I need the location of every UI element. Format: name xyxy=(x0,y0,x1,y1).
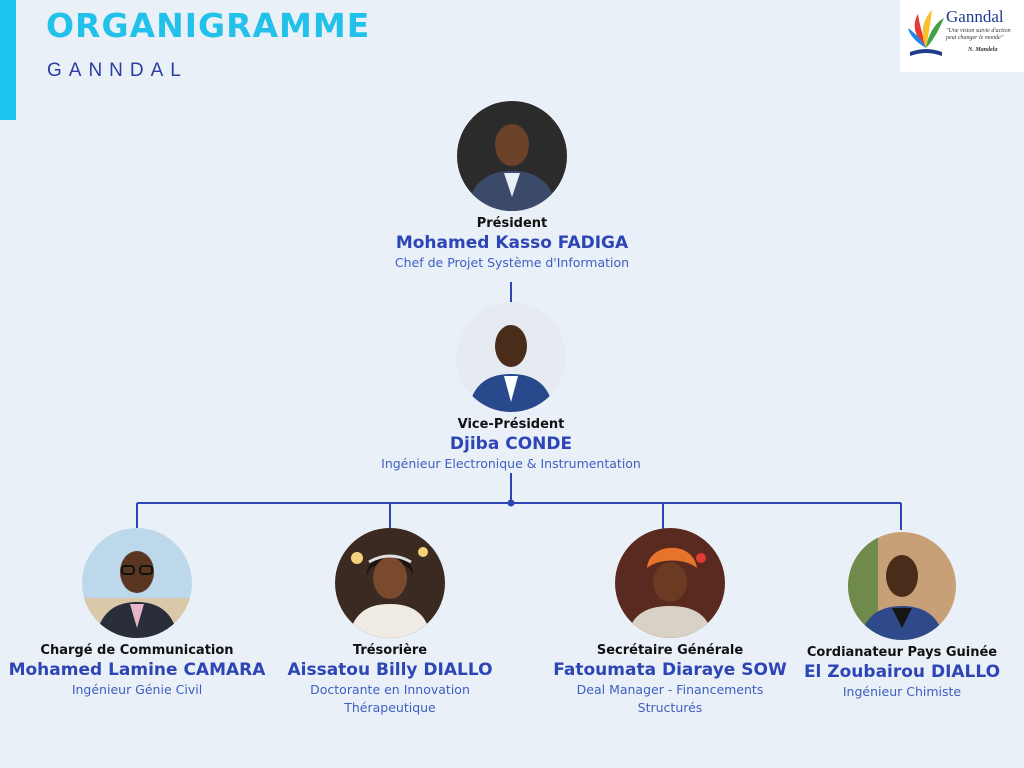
secretary-role: Secrétaire Générale xyxy=(596,643,744,658)
treasurer-photo xyxy=(335,528,445,638)
page-subtitle: GANNDAL xyxy=(47,60,188,81)
person-secretary: Secrétaire Générale Fatoumata Diaraye SO… xyxy=(520,528,820,717)
portrait-photo xyxy=(457,101,567,211)
coordinator-role: Cordianateur Pays Guinée xyxy=(806,645,998,660)
logo-author: N. Mandela xyxy=(968,47,998,53)
treasurer-name: Aissatou Billy DIALLO xyxy=(287,660,493,680)
person-treasurer: Trésorière Aissatou Billy DIALLO Doctora… xyxy=(240,528,540,717)
coordinator-photo xyxy=(848,532,956,640)
connector-node xyxy=(507,499,515,507)
logo-name: Ganndal xyxy=(946,7,1004,26)
portrait-photo xyxy=(456,302,566,412)
treasurer-role: Trésorière xyxy=(352,643,428,658)
communication-photo xyxy=(82,528,192,638)
coordinator-description: Ingénieur Chimiste xyxy=(842,684,962,699)
person-vice-president: Vice-Président Djiba CONDE Ingénieur Ele… xyxy=(361,302,661,473)
leaf-book-icon xyxy=(908,10,944,56)
secretary-description: Deal Manager - Financements Structurés xyxy=(576,682,764,715)
vice-president-role: Vice-Président xyxy=(457,417,565,432)
president-name: Mohamed Kasso FADIGA xyxy=(395,233,629,253)
portrait-photo xyxy=(82,528,192,638)
vice-president-name: Djiba CONDE xyxy=(449,434,573,454)
ganndal-logo: Ganndal "Une vision suivie d'action peut… xyxy=(900,0,1024,72)
logo-quote: "Une vision suivie d'action peut changer… xyxy=(946,28,1011,41)
communication-description: Ingénieur Génie Civil xyxy=(71,682,203,697)
person-communication: Chargé de Communication Mohamed Lamine C… xyxy=(0,528,287,699)
portrait-photo xyxy=(848,532,956,640)
president-description: Chef de Projet Système d'Information xyxy=(394,255,630,270)
communication-name: Mohamed Lamine CAMARA xyxy=(8,660,266,680)
person-coordinator: Cordianateur Pays Guinée El Zoubairou DI… xyxy=(752,532,1024,701)
vice-president-photo xyxy=(456,302,566,412)
secretary-name: Fatoumata Diaraye SOW xyxy=(553,660,787,680)
portrait-photo xyxy=(615,528,725,638)
person-president: Président Mohamed Kasso FADIGA Chef de P… xyxy=(362,101,662,272)
portrait-photo xyxy=(335,528,445,638)
page-title: ORGANIGRAMME xyxy=(46,6,371,45)
coordinator-name: El Zoubairou DIALLO xyxy=(803,662,1001,682)
vice-president-description: Ingénieur Electronique & Instrumentation xyxy=(381,456,641,471)
secretary-photo xyxy=(615,528,725,638)
communication-role: Chargé de Communication xyxy=(40,643,234,658)
president-photo xyxy=(457,101,567,211)
president-role: Président xyxy=(476,216,548,231)
treasurer-description: Doctorante en Innovation Thérapeutique xyxy=(310,682,470,715)
accent-bar xyxy=(0,0,16,120)
